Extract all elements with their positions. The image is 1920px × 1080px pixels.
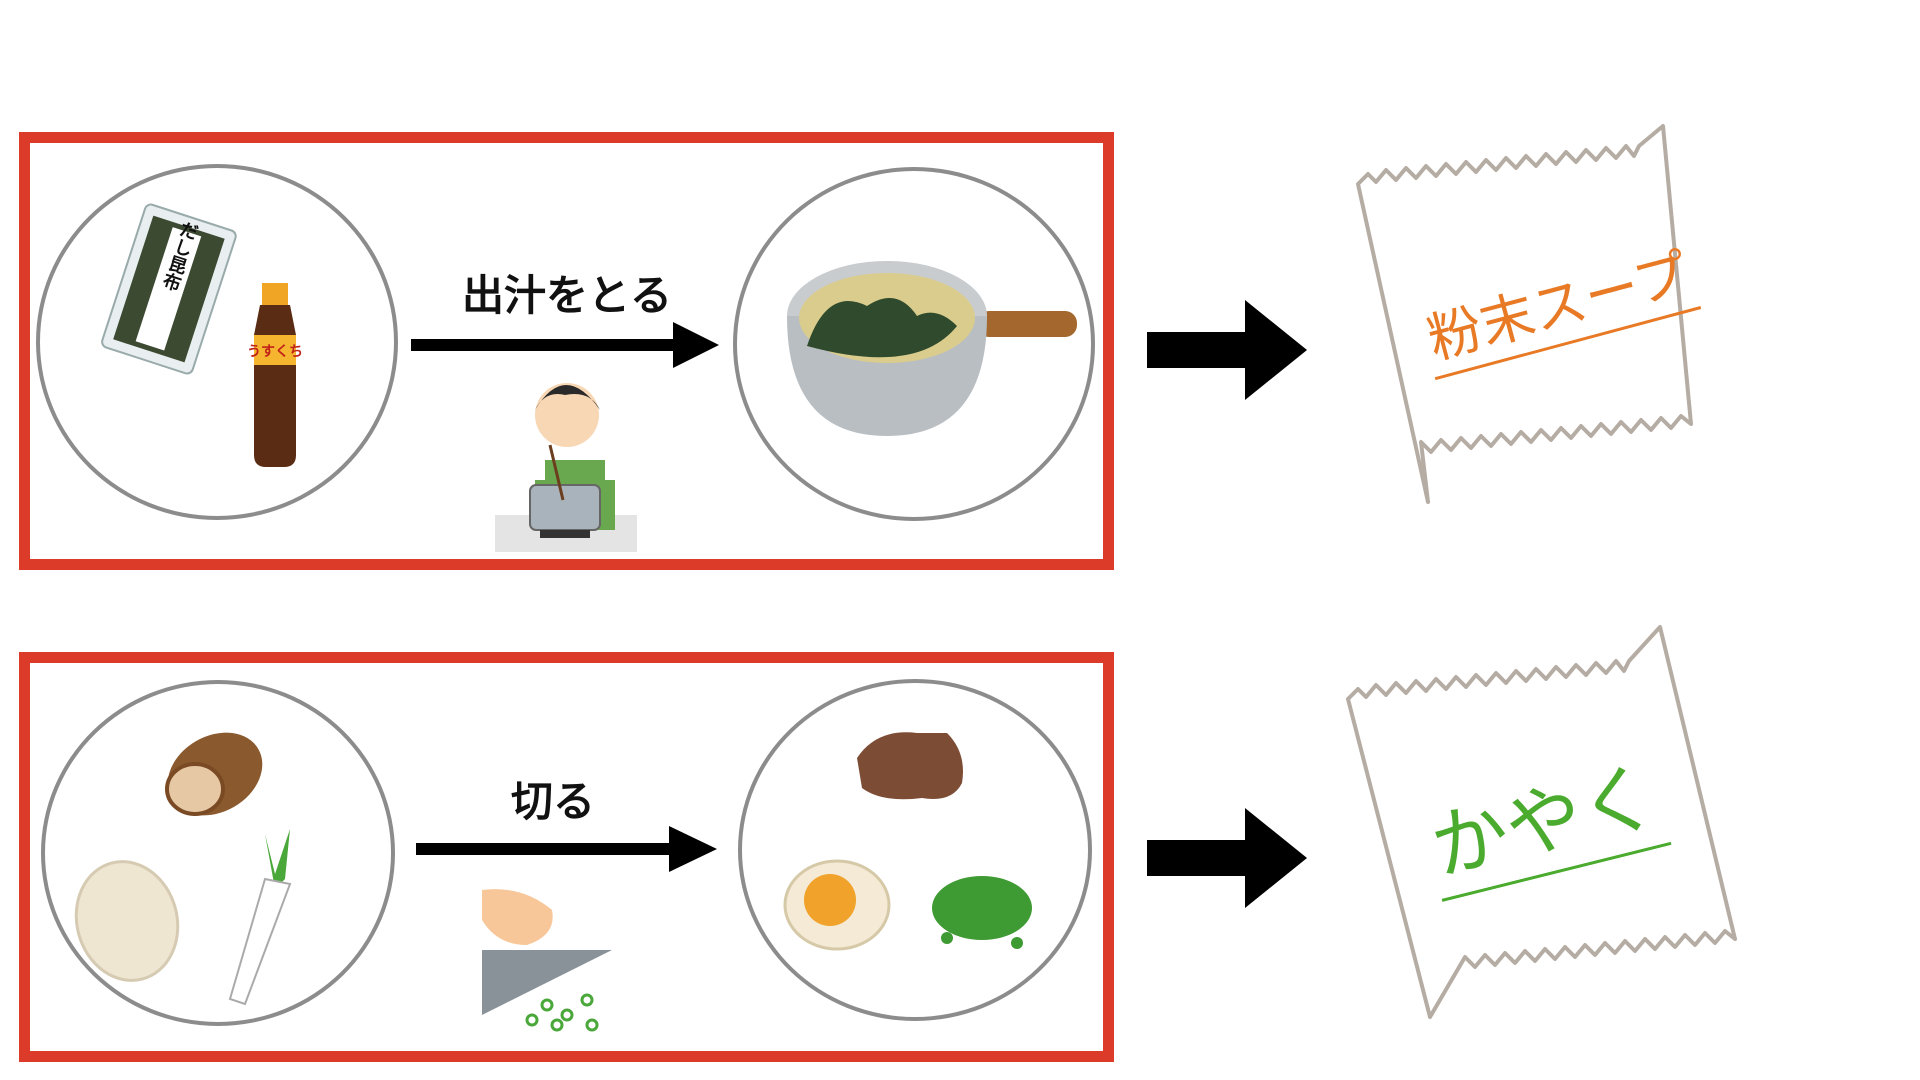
chashu-pork-illustration — [165, 732, 263, 816]
soy-sauce-label: うすくち — [247, 344, 303, 360]
chopped-onion-illustration — [932, 876, 1032, 949]
packet-outline-toppings — [1346, 625, 1737, 1019]
big-arrow-dashi — [1147, 300, 1307, 400]
green-onion-illustration — [228, 829, 292, 1006]
kelp-package-illustration: だし昆布 — [101, 203, 237, 375]
soy-sauce-bottle-illustration: うすくち — [247, 283, 303, 467]
boiled-egg-illustration — [74, 860, 180, 982]
action-label-dashi: 出汁をとる — [461, 271, 673, 320]
big-arrow-cut — [1147, 808, 1307, 908]
knife-cutting-illustration — [482, 889, 612, 1032]
sliced-egg-illustration — [783, 859, 891, 951]
result-circle-cut — [738, 679, 1092, 1021]
ingredients-circle-cut — [41, 680, 395, 1026]
process-arrow-cut — [416, 826, 717, 872]
sliced-chashu-illustration — [857, 732, 963, 800]
process-frame-cut — [19, 652, 1114, 1062]
action-label-cut: 切る — [510, 777, 596, 826]
process-arrow-dashi — [411, 322, 719, 368]
dashi-pot-illustration — [787, 261, 1077, 436]
packet-outline-soup — [1356, 124, 1693, 504]
person-cooking-illustration — [495, 383, 637, 552]
process-frame-dashi — [19, 132, 1114, 570]
result-circle-dashi — [733, 167, 1095, 521]
ingredients-circle-dashi: だし昆布 うすくち — [36, 164, 398, 520]
